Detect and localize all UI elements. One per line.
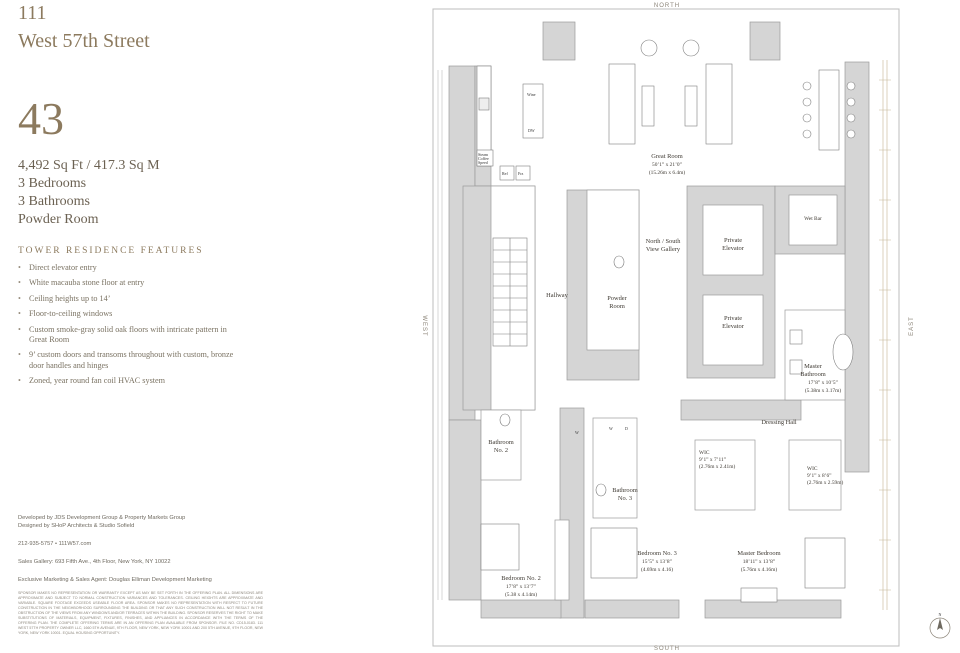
bedroom-2-dim-metric: (5.38 x 4.14m) [505,591,537,598]
unit-number: 43 [18,93,64,144]
facade-fins-east [882,60,888,610]
wic-1-dim-metric: (2.76m x 2.41m) [699,463,735,470]
master-bedroom-dim-metric: (5.76m x 4.16m) [741,566,777,573]
feature-item: Direct elevator entry [18,263,243,274]
master-bedroom-label: Master Bedroom [737,550,780,557]
features-list: Direct elevator entry White macauba ston… [18,263,243,392]
feature-item: 9’ custom doors and transoms throughout … [18,350,243,371]
gallery-label-1: North / South [646,238,682,245]
speed-label: Speed [478,160,488,165]
bath-fixtures [499,255,854,497]
master-bedroom-dim: 18’11” x 13’8” [743,559,776,565]
bedroom-3-dim: 15’5” x 13’8” [642,559,673,565]
features-heading: TOWER RESIDENCE FEATURES [18,246,204,256]
master-bath-label-1: Master [804,363,823,370]
hallway-label: Hallway [546,292,568,299]
stat-powder-room: Powder Room [18,212,99,227]
powder-room-label-1: Powder [607,295,627,302]
gallery-label-2: View Gallery [646,246,681,253]
building-street: West 57th Street [18,30,150,52]
building-outline [432,8,900,647]
bath-2-label-1: Bathroom [488,439,514,446]
frz-label: Frz [518,171,524,176]
ref-label: Ref [502,171,508,176]
washer-label: W [609,426,613,431]
washer-label-a: W [575,430,579,435]
building-number: 111 [18,2,47,24]
elevator-1-label-1: Private [724,237,742,244]
wine-label: Wine [527,92,536,97]
north-arrow-icon: N [929,612,951,639]
great-room-dim-metric: (15.26m x 6.4m) [649,169,685,176]
stat-bedrooms: 3 Bedrooms [18,176,87,191]
credits: Developed by JDS Development Group & Pro… [18,514,258,584]
bath-3-label-1: Bathroom [612,487,638,494]
feature-item: White macauba stone floor at entry [18,278,243,289]
legal-disclaimer: SPONSOR MAKES NO REPRESENTATION OR WARRA… [18,591,263,635]
feature-item: Custom smoke-gray solid oak floors with … [18,325,243,346]
info-panel: 111 West 57th Street 43 4,492 Sq Ft / 41… [18,0,398,653]
elevator-2-label-1: Private [724,315,742,322]
sales-agent: Exclusive Marketing & Sales Agent: Dougl… [18,577,212,583]
compass-north: NORTH [654,3,680,9]
dishwasher-label: DW [528,128,535,133]
steam-label: Steam [478,152,489,157]
wic-2-dim-metric: (2.76m x 2.59m) [807,479,843,486]
coffee-label: Coffee [478,156,489,161]
wic-1-dim: 9’1” x 7’11” [699,457,727,463]
contact-info: 212-935-5757 • 111W57.com [18,541,92,547]
elevator-1-label-2: Elevator [722,245,745,252]
bath-2-label-2: No. 2 [494,447,508,454]
compass-west: WEST [421,315,427,336]
beds [480,523,846,603]
stat-area: 4,492 Sq Ft / 417.3 Sq M [18,158,160,173]
feature-item: Ceiling heights up to 14’ [18,294,243,305]
facade-fins-west [437,70,443,600]
stat-bathrooms: 3 Bathrooms [18,194,90,209]
wic-2-label: WIC [807,466,818,472]
developer-credit: Developed by JDS Development Group & Pro… [18,515,186,521]
facade-fins-east-ticks [879,79,891,591]
compass-south: SOUTH [654,646,680,652]
floor-plan: NORTH SOUTH EAST WEST N Great Room 50’1”… [421,3,951,652]
dryer-label: D [625,426,628,431]
great-room-dim: 50’1” x 21’0” [652,162,683,168]
feature-item: Zoned, year round fan coil HVAC system [18,376,243,387]
bedroom-2-dim: 17’8” x 13’7” [506,584,537,590]
kitchen [476,65,544,181]
great-room-furniture [608,39,856,151]
elevator-2-label-2: Elevator [722,323,745,330]
bedroom-3-label: Bedroom No. 3 [637,550,677,557]
north-arrow-label: N [939,612,942,617]
master-bath-dim: 17’8” x 10’5” [808,380,839,386]
compass-east: EAST [909,316,915,336]
designer-credit: Designed by SHoP Architects & Studio Sof… [18,523,135,529]
bedroom-2-label: Bedroom No. 2 [501,575,541,582]
wic-1-label: WIC [699,450,710,456]
sales-gallery: Sales Gallery: 693 Fifth Ave., 4th Floor… [18,559,171,565]
bath-3-label-2: No. 3 [618,495,632,502]
wet-bar-label: Wet Bar [804,216,822,222]
master-bath-label-2: Bathroom [800,371,826,378]
unit-stats: 4,492 Sq Ft / 417.3 Sq M 3 Bedrooms 3 Ba… [18,157,160,229]
feature-item: Floor-to-ceiling windows [18,309,243,320]
wic-2-dim: 9’1” x 8’6” [807,473,832,479]
bedroom-3-dim-metric: (4.69m x 4.16) [641,566,673,573]
powder-room-label-2: Room [609,303,625,310]
great-room-label: Great Room [651,153,682,160]
dressing-hall-label: Dressing Hall [761,419,797,426]
master-bath-dim-metric: (5.38m x 3.17m) [805,387,841,394]
stair-core [492,237,528,347]
